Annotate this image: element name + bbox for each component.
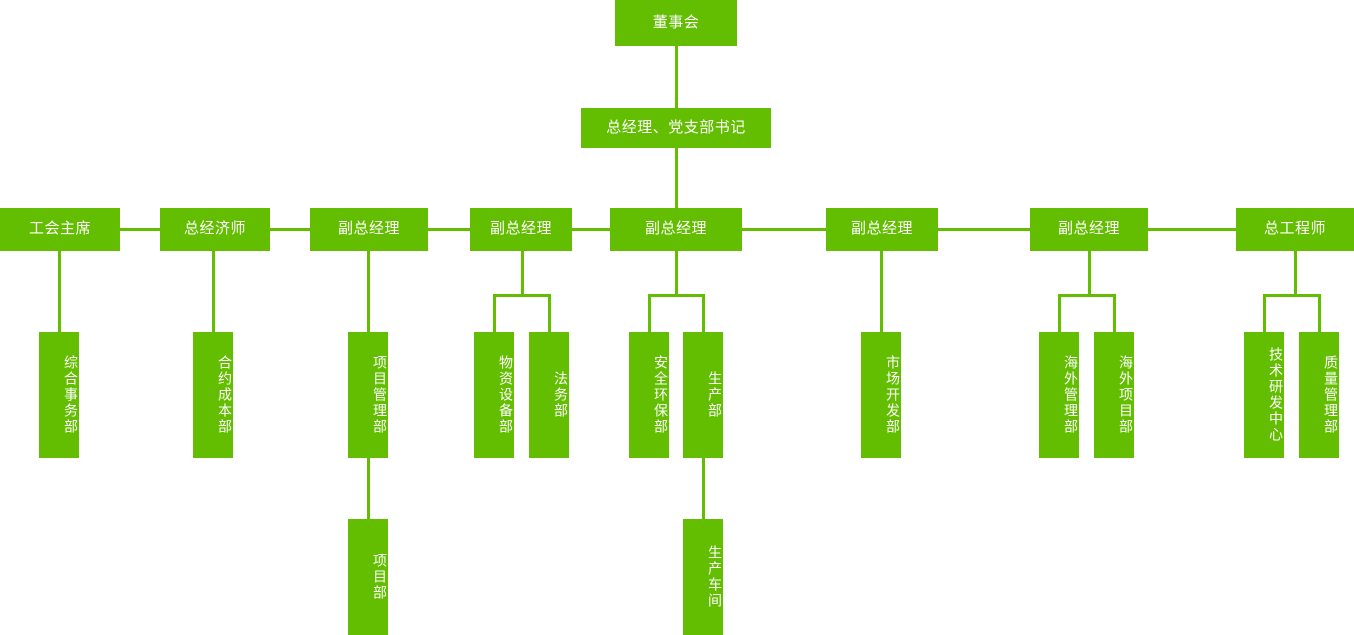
- node-board[interactable]: 董事会: [615, 0, 737, 46]
- node-quality-management-dept[interactable]: 质量管理部: [1299, 332, 1339, 458]
- node-deputy-gm-2[interactable]: 副总经理: [470, 208, 572, 251]
- connector-chief-engineer-to-tech-rd: [1263, 294, 1266, 332]
- connector-chief-engineer-to-quality-mgmt: [1318, 294, 1321, 332]
- connector-level3-link-2: [268, 228, 312, 231]
- connector-dgm2-bar: [493, 294, 551, 297]
- connector-dgm3-to-production: [702, 294, 705, 332]
- node-project-dept[interactable]: 项目部: [348, 519, 388, 635]
- connector-dgm2-to-materials-equipment: [493, 294, 496, 332]
- connector-dgm5-drop: [1088, 250, 1091, 296]
- node-overseas-project-dept[interactable]: 海外项目部: [1094, 332, 1134, 458]
- connector-level3-link-1: [118, 228, 162, 231]
- connector-chief-economist-to-contract-cost: [212, 250, 215, 332]
- connector-dgm2-drop: [521, 250, 524, 296]
- node-project-management-dept[interactable]: 项目管理部: [348, 332, 388, 458]
- connector-level3-link-7: [1146, 228, 1238, 231]
- node-deputy-gm-1[interactable]: 副总经理: [310, 208, 428, 251]
- node-overseas-management-dept[interactable]: 海外管理部: [1039, 332, 1079, 458]
- node-deputy-gm-3[interactable]: 副总经理: [610, 208, 742, 251]
- connector-dgm5-to-overseas-project: [1113, 294, 1116, 332]
- node-production-workshop[interactable]: 生产车间: [683, 519, 723, 635]
- connector-dgm2-to-legal: [548, 294, 551, 332]
- node-general-affairs-dept[interactable]: 综合事务部: [39, 332, 79, 458]
- connector-level3-link-5: [740, 228, 828, 231]
- node-production-dept[interactable]: 生产部: [683, 332, 723, 458]
- connector-dgm3-to-safety-env: [648, 294, 651, 332]
- connector-board-to-gm: [675, 45, 678, 110]
- connector-chief-engineer-bar: [1263, 294, 1321, 297]
- connector-dgm3-drop: [675, 250, 678, 296]
- connector-level3-link-4: [570, 228, 612, 231]
- connector-gm-to-bus: [675, 145, 678, 209]
- connector-dgm3-bar: [648, 294, 705, 297]
- connector-level3-link-3: [426, 228, 472, 231]
- node-technology-rd-center[interactable]: 技术研发中心: [1244, 332, 1284, 458]
- connector-production-to-workshop: [702, 458, 705, 520]
- node-general-manager[interactable]: 总经理、党支部书记: [581, 108, 771, 148]
- connector-project-mgmt-to-project-dept: [367, 458, 370, 520]
- node-contract-cost-dept[interactable]: 合约成本部: [193, 332, 233, 458]
- connector-union-chair-to-general-affairs: [58, 250, 61, 332]
- node-union-chair[interactable]: 工会主席: [0, 208, 120, 251]
- connector-chief-engineer-drop: [1294, 250, 1297, 296]
- node-chief-economist[interactable]: 总经济师: [160, 208, 270, 251]
- node-safety-environment-dept[interactable]: 安全环保部: [629, 332, 669, 458]
- node-market-development-dept[interactable]: 市场开发部: [861, 332, 901, 458]
- node-deputy-gm-5[interactable]: 副总经理: [1030, 208, 1148, 251]
- connector-dgm5-bar: [1058, 294, 1116, 297]
- connector-dgm1-to-project-mgmt: [367, 250, 370, 332]
- node-legal-dept[interactable]: 法务部: [529, 332, 569, 458]
- node-materials-equipment-dept[interactable]: 物资设备部: [474, 332, 514, 458]
- node-chief-engineer[interactable]: 总工程师: [1236, 208, 1354, 251]
- connector-dgm5-to-overseas-mgmt: [1058, 294, 1061, 332]
- connector-dgm4-to-market-dev: [880, 250, 883, 332]
- node-deputy-gm-4[interactable]: 副总经理: [826, 208, 938, 251]
- connector-level3-link-6: [936, 228, 1032, 231]
